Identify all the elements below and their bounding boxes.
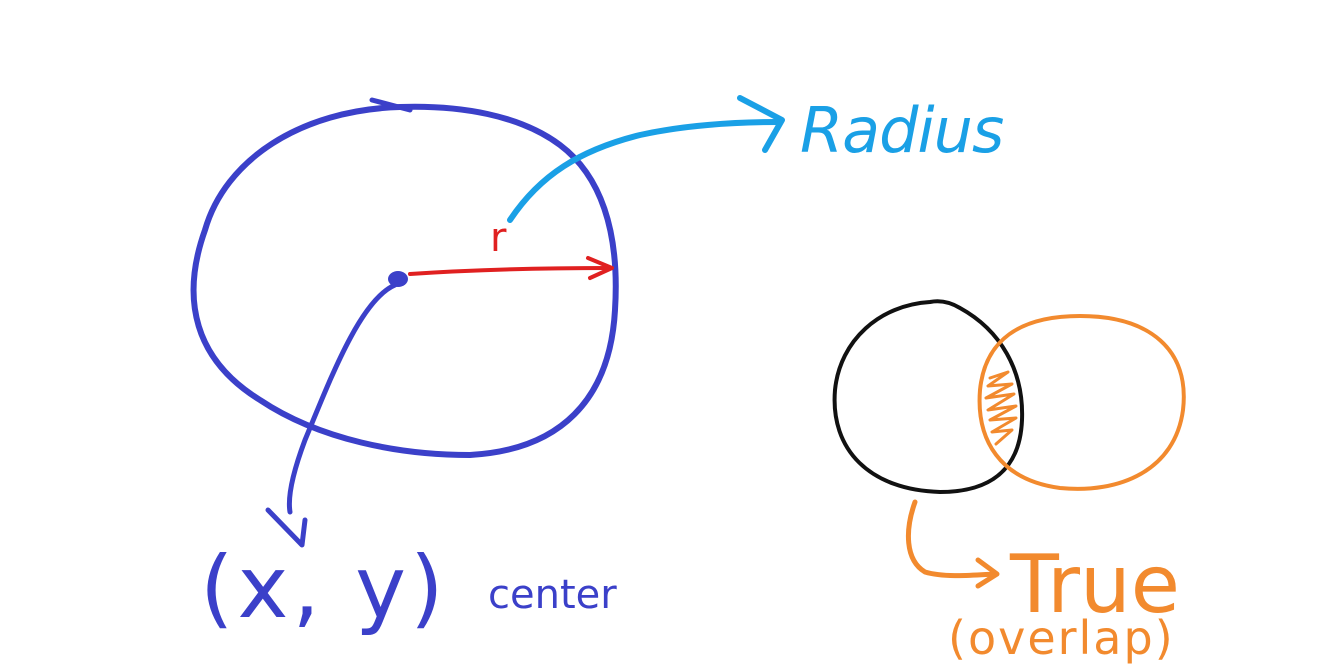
center-word-label: center (488, 572, 617, 618)
center-callout-head (265, 507, 308, 548)
true-callout-head (975, 557, 1000, 589)
center-coordinates-label: (x, y) (200, 538, 448, 638)
circle-pen-tail (369, 97, 413, 113)
black-circle (832, 299, 1025, 494)
main-circle (190, 103, 619, 458)
radius-arrow-head (586, 256, 614, 280)
radius-arrow-line (408, 266, 612, 276)
true-callout-line (905, 499, 998, 579)
radius-callout-head (737, 95, 785, 153)
true-label: True (1010, 538, 1180, 631)
orange-circle (977, 314, 1186, 491)
center-point (388, 271, 408, 287)
radius-label: Radius (800, 94, 1004, 167)
r-label: r (490, 215, 507, 261)
radius-callout-line (507, 119, 783, 223)
overlap-label: (overlap) (948, 611, 1175, 665)
overlap-scribble (984, 370, 1018, 446)
center-callout-line (286, 282, 398, 515)
